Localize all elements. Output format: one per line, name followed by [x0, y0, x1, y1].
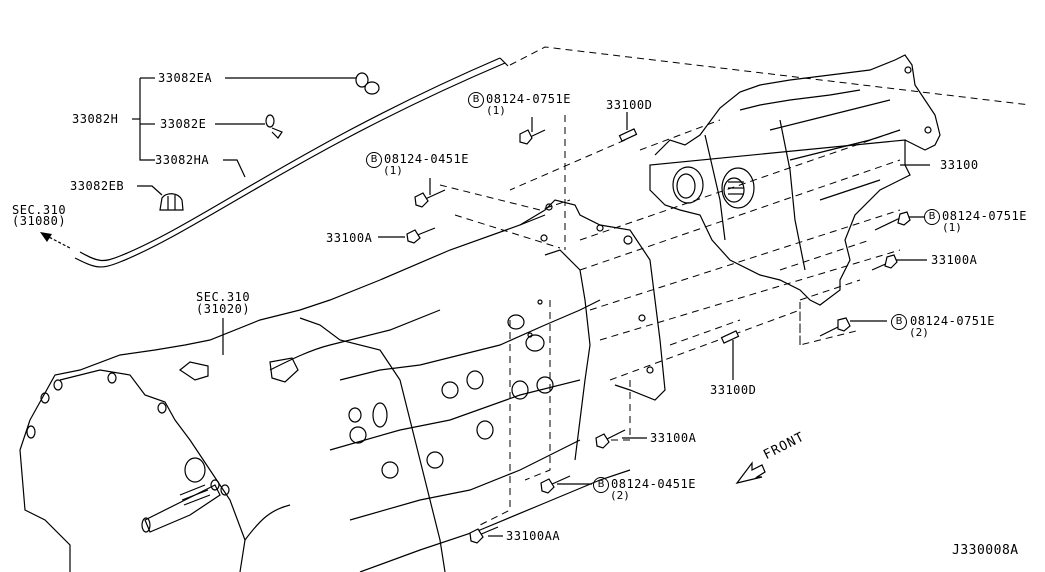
shift-cable [74, 57, 509, 268]
bolt-0751-right [874, 211, 911, 231]
part-label-33082H[interactable]: 33082H [72, 112, 119, 126]
sec-31080-arrow [40, 232, 71, 249]
part-label-33082EA[interactable]: 33082EA [158, 71, 213, 85]
qty-label: (1) [486, 104, 506, 117]
section-ref-code-31080[interactable]: (31080) [12, 214, 67, 228]
bolt-33100A-lower [595, 429, 626, 449]
bolt-33100AA [469, 526, 499, 544]
bolt-marker-b-icon: B [924, 209, 940, 225]
qty-label: (2) [610, 489, 630, 502]
bolt-marker-b-icon: B [593, 477, 609, 493]
section-ref-title-31020[interactable]: SEC.310 [196, 290, 251, 304]
bolt-0451-lower [540, 475, 571, 494]
stud-33100D-upper [618, 128, 638, 142]
stud-33100D-lower [720, 330, 740, 344]
bolt-33100A-right [871, 254, 898, 271]
bolt-marker-b-icon: B [366, 152, 382, 168]
section-ref-title-31080[interactable]: SEC.310 [12, 203, 67, 217]
transmission-housing [19, 199, 666, 572]
bolt-0451-upper [414, 189, 446, 208]
qty-label: (1) [942, 221, 962, 234]
part-label-33100[interactable]: 33100 [940, 158, 979, 172]
transfer-case [649, 54, 941, 306]
part-label-08124-0451E[interactable]: 08124-0451E [384, 152, 469, 166]
part-label-33100A[interactable]: 33100A [931, 253, 978, 267]
section-ref-code-31020[interactable]: (31020) [196, 302, 251, 316]
part-label-08124-0751E[interactable]: 08124-0751E [486, 92, 571, 106]
part-label-08124-0751E[interactable]: 08124-0751E [942, 209, 1027, 223]
front-arrow-icon [735, 461, 766, 484]
bolt-marker-b-icon: B [468, 92, 484, 108]
part-label-33100A[interactable]: 33100A [650, 431, 697, 445]
part-label-33100A[interactable]: 33100A [326, 231, 373, 245]
part-label-08124-0451E[interactable]: 08124-0451E [611, 477, 696, 491]
group-leader-lines [132, 77, 357, 196]
bolt-33100A-left [406, 227, 436, 244]
part-label-33100D[interactable]: 33100D [606, 98, 653, 112]
bolt-upper-0751 [519, 129, 546, 145]
clip-33082EA [355, 72, 380, 95]
qty-label: (1) [383, 164, 403, 177]
bolt-0751-lower-right [819, 317, 851, 337]
part-label-33082E[interactable]: 33082E [160, 117, 207, 131]
part-label-33100D[interactable]: 33100D [710, 383, 757, 397]
part-label-08124-0751E[interactable]: 08124-0751E [910, 314, 995, 328]
clip-33082E [265, 114, 283, 139]
bolt-marker-b-icon: B [891, 314, 907, 330]
part-label-33082HA[interactable]: 33082HA [155, 153, 210, 167]
callout-leader-lines [378, 112, 927, 537]
clip-33082EB [159, 193, 184, 211]
part-label-33082EB[interactable]: 33082EB [70, 179, 125, 193]
diagram-id-label: J330008A [952, 543, 1019, 558]
qty-label: (2) [909, 326, 929, 339]
assembly-dashed-guides [439, 46, 1031, 526]
part-label-33100AA[interactable]: 33100AA [506, 529, 561, 543]
